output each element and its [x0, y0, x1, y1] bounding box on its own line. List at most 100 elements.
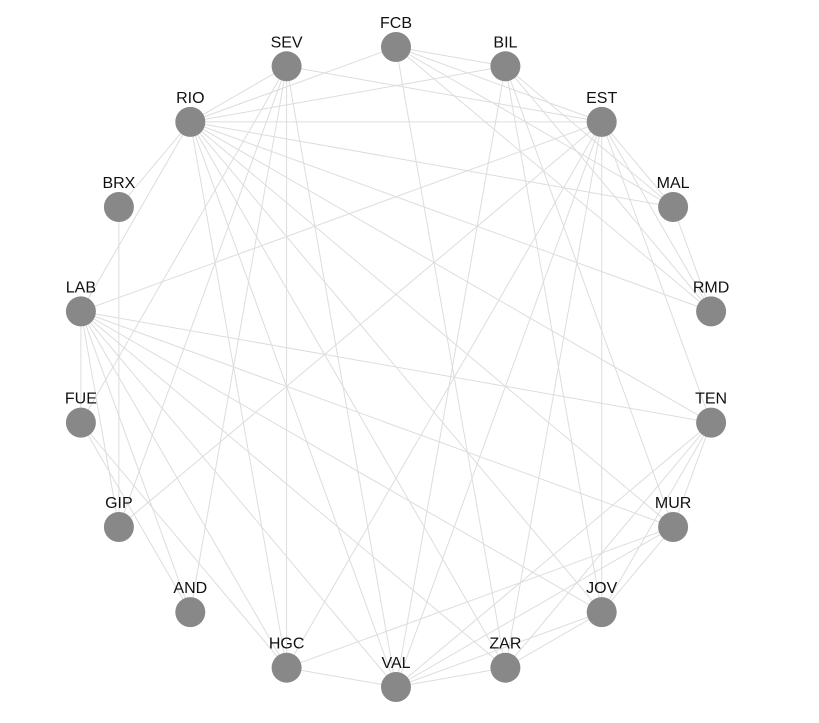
node-lab[interactable]: LAB — [65, 279, 96, 327]
node-circle-brx[interactable] — [103, 192, 134, 222]
node-label-bil: BIL — [493, 34, 517, 51]
edge-ten-jov — [601, 422, 712, 613]
node-circle-rio[interactable] — [175, 106, 206, 137]
node-zar[interactable]: ZAR — [489, 636, 521, 683]
node-label-hgc: HGC — [269, 636, 305, 653]
edge-mal-rmd — [672, 206, 712, 312]
edge-rio-lab — [80, 121, 191, 312]
node-label-gip: GIP — [105, 495, 133, 512]
nodes-layer: FCB BIL EST MAL RMD TEN MUR JOV ZAR VAL HGC AND GIP F… — [65, 15, 729, 702]
node-label-mur: MUR — [655, 495, 691, 512]
edge-est-rmd — [601, 121, 712, 312]
node-circle-rmd[interactable] — [696, 296, 727, 327]
node-jov[interactable]: JOV — [586, 580, 618, 628]
edge-bil-rio — [190, 65, 506, 123]
edge-ten-mur — [672, 422, 712, 528]
node-circle-ten[interactable] — [696, 407, 727, 438]
node-circle-fcb[interactable] — [381, 32, 411, 62]
edge-fcb-bil — [395, 46, 506, 67]
edge-jov-zar — [505, 611, 602, 669]
edge-lab-gip — [80, 311, 120, 528]
edge-fue-and — [80, 422, 191, 613]
edge-lab-ten — [80, 310, 712, 424]
node-circle-hgc[interactable] — [271, 652, 302, 683]
node-label-brx: BRX — [102, 175, 135, 192]
edge-rio-mal — [190, 121, 674, 208]
edge-sev-fue — [80, 66, 288, 423]
node-circle-jov[interactable] — [586, 597, 617, 628]
node-hgc[interactable]: HGC — [269, 636, 305, 683]
node-label-ten: TEN — [695, 391, 727, 408]
node-ten[interactable]: TEN — [695, 391, 727, 438]
edge-ten-val — [395, 422, 712, 688]
edge-bil-rmd — [505, 65, 712, 312]
edge-est-val — [395, 121, 603, 688]
edge-bil-mur — [504, 66, 674, 528]
edge-est-hgc — [286, 121, 603, 668]
node-label-zar: ZAR — [489, 636, 521, 653]
edge-fcb-rmd — [395, 46, 712, 312]
node-bil[interactable]: BIL — [490, 34, 521, 82]
edge-rio-hgc — [189, 121, 288, 668]
node-mal[interactable]: MAL — [657, 175, 690, 222]
node-circle-mur[interactable] — [658, 512, 689, 542]
node-mur[interactable]: MUR — [655, 495, 691, 542]
edge-fcb-zar — [395, 46, 506, 668]
edge-sev-val — [286, 66, 397, 688]
node-circle-val[interactable] — [381, 672, 411, 702]
edge-est-lab — [80, 121, 602, 312]
node-circle-sev[interactable] — [271, 51, 302, 82]
edge-lab-jov — [80, 310, 602, 613]
node-circle-gip[interactable] — [103, 512, 134, 542]
edge-lab-hgc — [80, 311, 288, 668]
edge-sev-gip — [118, 66, 288, 528]
node-label-sev: SEV — [271, 34, 303, 51]
node-rmd[interactable]: RMD — [693, 279, 729, 327]
node-label-fcb: FCB — [380, 15, 412, 32]
edge-rio-ten — [190, 121, 712, 424]
node-circle-fue[interactable] — [65, 407, 96, 438]
edge-lab-and — [80, 311, 191, 613]
node-circle-bil[interactable] — [490, 51, 521, 82]
edge-fue-hgc — [80, 422, 287, 669]
edge-mur-jov — [601, 526, 674, 613]
edge-bil-mal — [505, 65, 674, 208]
node-label-fue: FUE — [65, 391, 97, 408]
edge-ten-zar — [505, 422, 712, 669]
node-fcb[interactable]: FCB — [380, 15, 412, 62]
edge-rio-val — [189, 121, 397, 688]
node-circle-mal[interactable] — [658, 192, 689, 222]
node-rio[interactable]: RIO — [175, 90, 206, 137]
node-circle-zar[interactable] — [490, 652, 521, 683]
node-circle-lab[interactable] — [65, 296, 96, 327]
edge-lab-zar — [80, 311, 506, 669]
edge-rio-zar — [189, 121, 506, 668]
node-circle-est[interactable] — [586, 106, 617, 137]
node-gip[interactable]: GIP — [103, 495, 134, 542]
edges-layer — [80, 46, 712, 688]
edge-mur-val — [395, 526, 674, 688]
edge-lab-val — [80, 311, 397, 688]
edge-fcb-rio — [190, 46, 397, 123]
edge-fcb-est — [395, 46, 602, 123]
edge-sev-rio — [190, 65, 287, 123]
node-label-jov: JOV — [586, 580, 617, 597]
edge-sev-est — [286, 65, 602, 123]
edge-rio-brx — [118, 121, 191, 208]
edge-fcb-mal — [395, 46, 674, 208]
edge-zar-val — [395, 667, 506, 688]
node-and[interactable]: AND — [173, 580, 207, 628]
edge-bil-jov — [504, 66, 603, 613]
node-brx[interactable]: BRX — [102, 175, 136, 222]
node-circle-and[interactable] — [175, 597, 206, 628]
node-val[interactable]: VAL — [381, 655, 411, 702]
node-label-lab: LAB — [66, 279, 96, 296]
node-label-and: AND — [173, 580, 207, 597]
node-label-rio: RIO — [176, 90, 204, 107]
node-fue[interactable]: FUE — [65, 391, 97, 438]
node-label-val: VAL — [381, 655, 410, 672]
node-est[interactable]: EST — [586, 90, 617, 137]
node-sev[interactable]: SEV — [271, 34, 303, 82]
